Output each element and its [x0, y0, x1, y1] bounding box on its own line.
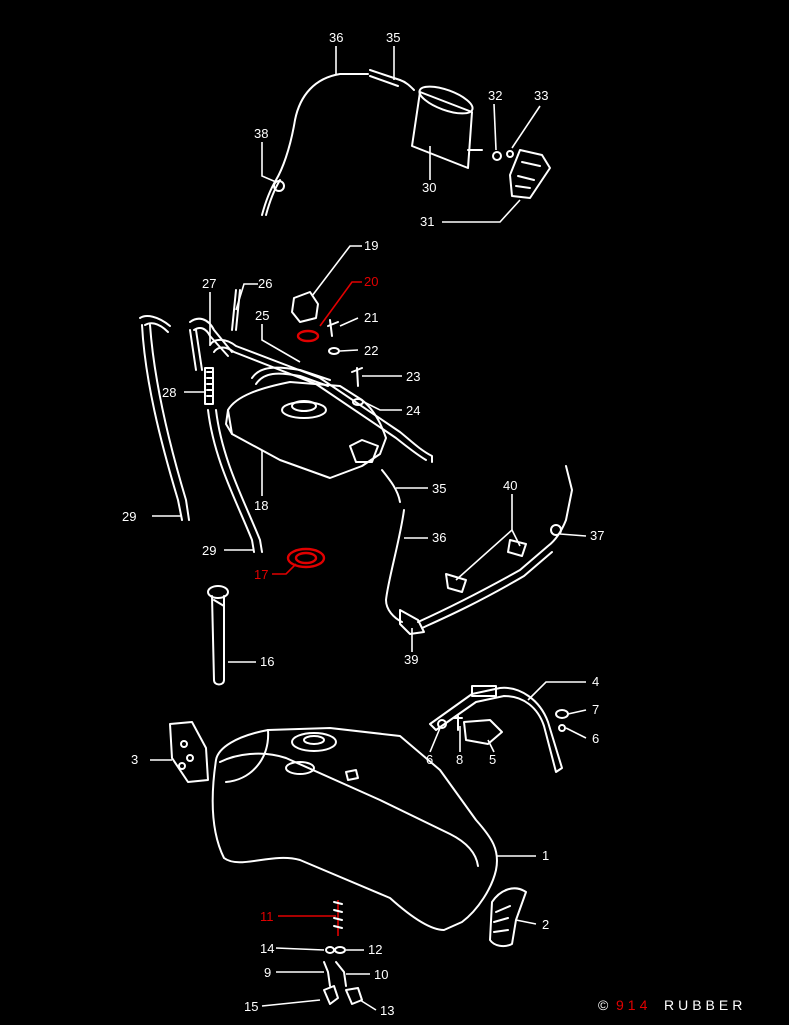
brand-number: 914 — [616, 997, 651, 1013]
callout-9: 9 — [264, 965, 271, 980]
callout-4: 4 — [592, 674, 599, 689]
callout-3: 3 — [131, 752, 138, 767]
callout-6a: 6 — [426, 752, 433, 767]
callout-36b: 36 — [432, 530, 446, 545]
copyright-symbol: © — [598, 997, 612, 1013]
callout-5: 5 — [489, 752, 496, 767]
fuel-sender-unit — [207, 585, 229, 686]
vent-hose-assembly — [381, 465, 573, 635]
callout-27: 27 — [202, 276, 216, 291]
main-fuel-tank — [169, 721, 527, 948]
callout-36a: 36 — [329, 30, 343, 45]
callout-35a: 35 — [386, 30, 400, 45]
callout-38: 38 — [254, 126, 268, 141]
callout-32: 31 — [420, 214, 434, 229]
callout-33: 32 — [488, 88, 502, 103]
callout-13: 13 — [380, 1003, 394, 1018]
callout-22: 22 — [364, 343, 378, 358]
callout-10: 10 — [374, 967, 388, 982]
callout-23: 23 — [406, 369, 420, 384]
callout-labels: 36 35 38 32 33 30 31 19 20 27 26 25 21 2… — [122, 30, 604, 1018]
callout-29-label: 29 — [202, 543, 216, 558]
callout-39: 39 — [404, 652, 418, 667]
callout-37: 37 — [590, 528, 604, 543]
leader-lines — [150, 46, 587, 1011]
callout-11: 11 — [260, 909, 274, 924]
callout-17: 17 — [254, 567, 268, 582]
callout-21: 21 — [364, 310, 378, 325]
callout-15: 15 — [244, 999, 258, 1014]
expansion-tank-assembly — [139, 289, 433, 569]
callout-12: 12 — [368, 942, 382, 957]
callout-20: 20 — [364, 274, 378, 289]
callout-1: 1 — [542, 848, 549, 863]
callout-34: 33 — [534, 88, 548, 103]
callout-28: 28 — [162, 385, 176, 400]
brand-word: RUBBER — [664, 997, 746, 1013]
callout-26: 26 — [258, 276, 272, 291]
callout-40: 40 — [503, 478, 517, 493]
callout-7: 7 — [592, 702, 599, 717]
callout-35b: 35 — [432, 481, 446, 496]
callout-18: 18 — [254, 498, 268, 513]
callout-30: 29 — [122, 509, 136, 524]
callout-19: 19 — [364, 238, 378, 253]
callout-6b: 6 — [592, 731, 599, 746]
callout-14: 14 — [260, 941, 274, 956]
charcoal-canister-assembly — [261, 69, 551, 216]
callout-2: 2 — [542, 917, 549, 932]
callout-8: 8 — [456, 752, 463, 767]
callout-24: 24 — [406, 403, 420, 418]
callout-31: 30 — [422, 180, 436, 195]
tank-strap-assembly — [429, 685, 569, 773]
drain-assembly — [323, 900, 363, 1005]
callout-25: 25 — [255, 308, 269, 323]
watermark: © 914 RUBBER — [598, 997, 746, 1013]
callout-16: 16 — [260, 654, 274, 669]
